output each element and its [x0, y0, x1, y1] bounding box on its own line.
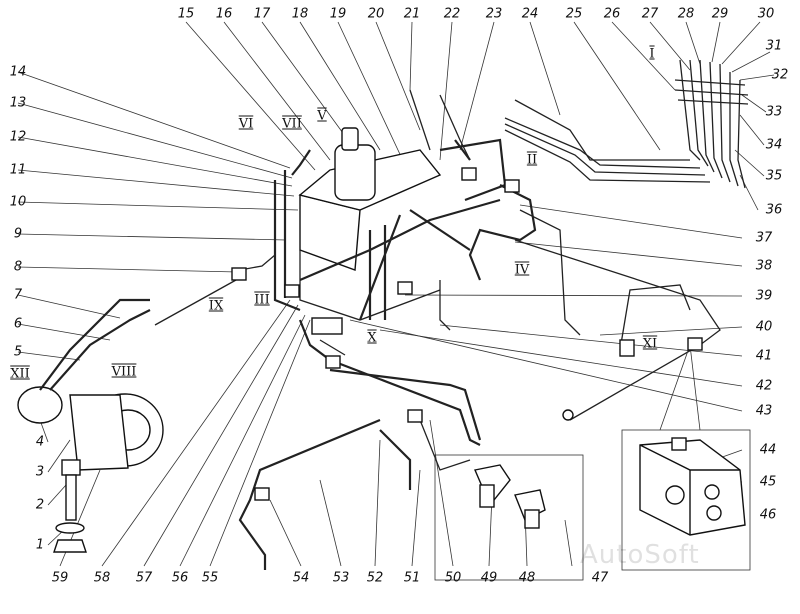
- label-59: 59: [51, 570, 69, 586]
- label-56: 56: [171, 570, 189, 586]
- label-13: 13: [9, 95, 27, 111]
- label-22: 22: [443, 6, 461, 22]
- label-30: 30: [757, 6, 775, 22]
- roman-XI: XI: [642, 336, 658, 352]
- label-6: 6: [13, 316, 23, 332]
- motor-assembly: [17, 298, 164, 471]
- label-37: 37: [755, 230, 773, 246]
- label-34: 34: [765, 137, 783, 153]
- label-50: 50: [444, 570, 462, 586]
- label-10: 10: [9, 194, 27, 210]
- label-35: 35: [765, 168, 783, 184]
- label-28: 28: [677, 6, 695, 22]
- valve-block-panel: [621, 344, 751, 571]
- label-46: 46: [759, 507, 777, 523]
- label-31: 31: [765, 38, 783, 54]
- label-43: 43: [755, 403, 773, 419]
- roman-VI: VI: [238, 116, 254, 132]
- label-14: 14: [9, 64, 27, 80]
- label-26: 26: [603, 6, 621, 22]
- roman-VIII: VIII: [111, 364, 137, 380]
- label-32: 32: [771, 67, 789, 83]
- label-47: 47: [591, 570, 609, 586]
- label-58: 58: [93, 570, 111, 586]
- lower-pipes: [238, 319, 482, 570]
- label-16: 16: [215, 6, 233, 22]
- right-pipe-bundle: [504, 59, 749, 189]
- label-2: 2: [35, 497, 45, 513]
- label-55: 55: [201, 570, 219, 586]
- label-38: 38: [755, 258, 773, 274]
- main-block: [298, 127, 442, 321]
- roman-X: X: [367, 330, 377, 346]
- fittings-panel: [434, 454, 584, 581]
- roman-V: V: [317, 108, 327, 124]
- roman-II: II: [526, 152, 538, 168]
- label-52: 52: [366, 570, 384, 586]
- label-24: 24: [521, 6, 539, 22]
- label-11: 11: [9, 162, 27, 178]
- label-8: 8: [13, 259, 23, 275]
- label-45: 45: [759, 474, 777, 490]
- label-27: 27: [641, 6, 659, 22]
- label-7: 7: [13, 287, 23, 303]
- label-29: 29: [711, 6, 729, 22]
- roman-III: III: [254, 292, 270, 308]
- label-39: 39: [755, 288, 773, 304]
- frame-pipes: [154, 89, 721, 421]
- label-18: 18: [291, 6, 309, 22]
- label-57: 57: [135, 570, 153, 586]
- label-42: 42: [755, 378, 773, 394]
- label-12: 12: [9, 129, 27, 145]
- label-21: 21: [403, 6, 421, 22]
- label-33: 33: [765, 104, 783, 120]
- label-4: 4: [35, 434, 45, 450]
- label-54: 54: [292, 570, 310, 586]
- label-1: 1: [35, 537, 45, 553]
- label-44: 44: [759, 442, 777, 458]
- watermark: AutoSoft: [580, 540, 700, 570]
- label-40: 40: [755, 319, 773, 335]
- label-25: 25: [565, 6, 583, 22]
- label-48: 48: [518, 570, 536, 586]
- label-51: 51: [403, 570, 421, 586]
- label-17: 17: [253, 6, 271, 22]
- label-20: 20: [367, 6, 385, 22]
- clamps: [231, 167, 703, 501]
- roman-IV: IV: [514, 262, 530, 278]
- roman-VII: VII: [282, 116, 302, 132]
- label-36: 36: [765, 202, 783, 218]
- bolt-parts: [53, 459, 87, 553]
- roman-IX: IX: [208, 298, 224, 314]
- label-53: 53: [332, 570, 350, 586]
- roman-I: I: [649, 46, 655, 62]
- label-9: 9: [13, 226, 23, 242]
- label-15: 15: [177, 6, 195, 22]
- label-3: 3: [35, 464, 45, 480]
- label-19: 19: [329, 6, 347, 22]
- label-23: 23: [485, 6, 503, 22]
- label-49: 49: [480, 570, 498, 586]
- label-41: 41: [755, 348, 773, 364]
- leader-lines: [17, 21, 775, 567]
- label-5: 5: [13, 344, 23, 360]
- roman-XII: XII: [10, 366, 30, 382]
